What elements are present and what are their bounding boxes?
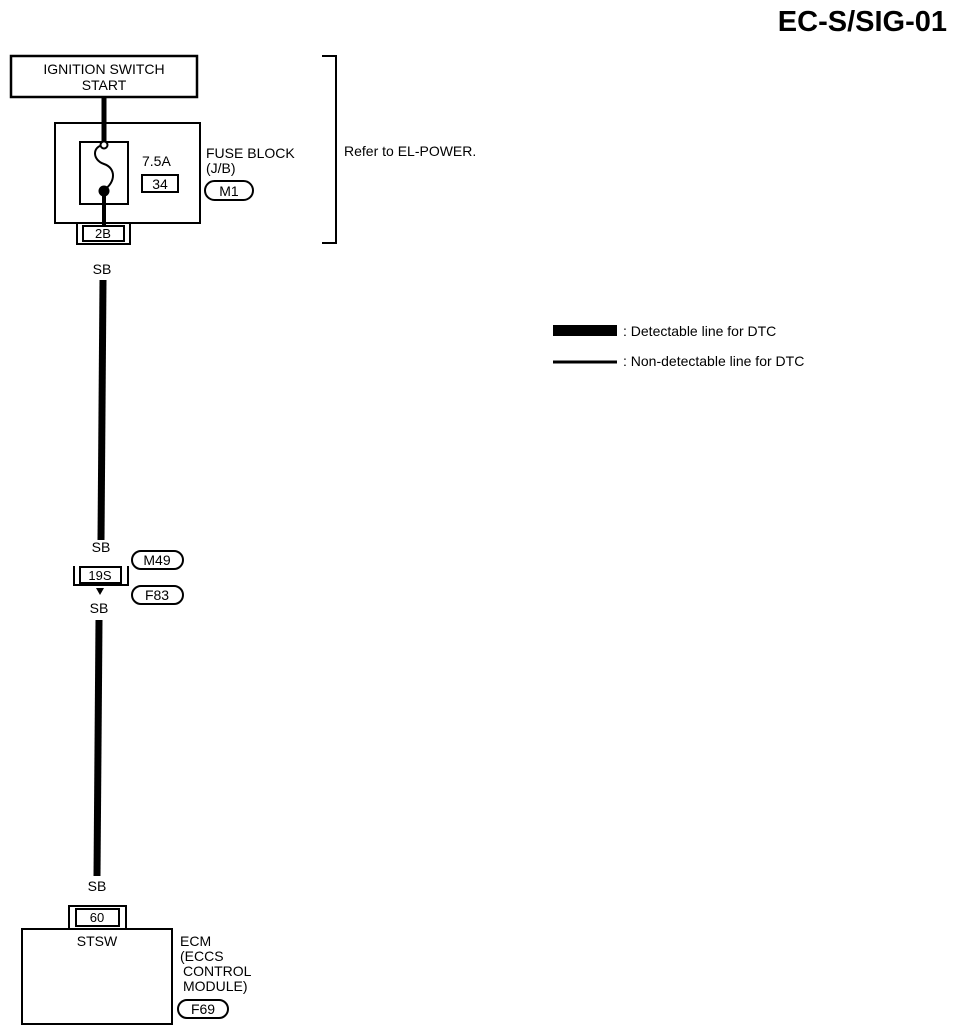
- wire-color-mid-bottom: SB: [90, 600, 109, 616]
- page-title: EC-S/SIG-01: [778, 6, 947, 38]
- joint-connector-box: [79, 566, 122, 584]
- connector-badge-f83: [131, 585, 184, 605]
- ignition-switch: IGNITION SWITCH START: [9, 54, 199, 99]
- joint-connector-bracket: [73, 566, 129, 586]
- ecm-terminal-box: [75, 908, 120, 927]
- terminal-2b-box: [82, 225, 125, 242]
- fuse-number-box: [141, 174, 179, 193]
- fuse-block-sublabel: (J/B): [206, 160, 236, 176]
- joint-connector-arrow-icon: [96, 588, 104, 595]
- legend-detectable-swatch: [553, 325, 617, 336]
- wire-color-lower: SB: [88, 878, 107, 894]
- upper-detectable-wire: [97, 279, 107, 541]
- ignition-switch-position: START: [82, 77, 127, 93]
- ignition-switch-label: IGNITION SWITCH: [43, 61, 164, 77]
- connector-id-f69: F69: [191, 1001, 215, 1017]
- connector-id-m49: M49: [143, 552, 170, 568]
- fuse-input-terminal: [99, 140, 109, 150]
- connector-badge-f69: [177, 999, 229, 1019]
- joint-connector-terminal: 19S: [88, 568, 111, 583]
- wire-color-upper: SB: [93, 261, 112, 277]
- lower-detectable-wire: [93, 619, 103, 877]
- fuse-block-label: FUSE BLOCK: [206, 145, 295, 161]
- ecm-label-line-3: CONTROL: [183, 963, 252, 979]
- refer-bracket: [322, 55, 337, 244]
- terminal-2b: 2B: [76, 224, 131, 245]
- fuse-block-box: [54, 122, 201, 224]
- terminal-2b-bracket: [76, 224, 131, 245]
- connector-id-f83: F83: [145, 587, 169, 603]
- fuse-block: 7.5A 34 FUSE BLOCK (J/B) M1: [54, 122, 295, 224]
- fuse-number: 34: [152, 176, 168, 192]
- connector-badge-m1: [204, 180, 254, 201]
- ecm-terminal-bracket: [68, 905, 127, 929]
- terminal-2b-label: 2B: [95, 226, 111, 241]
- joint-connector: 19S M49 F83: [73, 550, 184, 605]
- ecm-box: [21, 928, 173, 1025]
- ecm-label-line-2: (ECCS: [180, 948, 224, 964]
- legend: : Detectable line for DTC : Non-detectab…: [553, 323, 804, 369]
- fuse-output-terminal: [98, 185, 110, 197]
- ecm-label: ECM: [180, 933, 211, 949]
- refer-note: Refer to EL-POWER.: [344, 143, 476, 159]
- legend-detectable-label: : Detectable line for DTC: [623, 323, 776, 339]
- fuse-rating: 7.5A: [142, 153, 171, 169]
- ecm: 60 STSW ECM (ECCS CONTROL MODULE) F69: [21, 905, 252, 1025]
- wire-color-mid-top: SB: [92, 539, 111, 555]
- ecm-pin-name: STSW: [77, 933, 118, 949]
- fuse-icon: [94, 144, 114, 191]
- legend-non-detectable-label: : Non-detectable line for DTC: [623, 353, 804, 369]
- connector-badge-m49: [131, 550, 184, 570]
- ecm-label-line-4: MODULE): [183, 978, 248, 994]
- ecm-terminal-number: 60: [90, 910, 104, 925]
- connector-id-m1: M1: [219, 183, 239, 199]
